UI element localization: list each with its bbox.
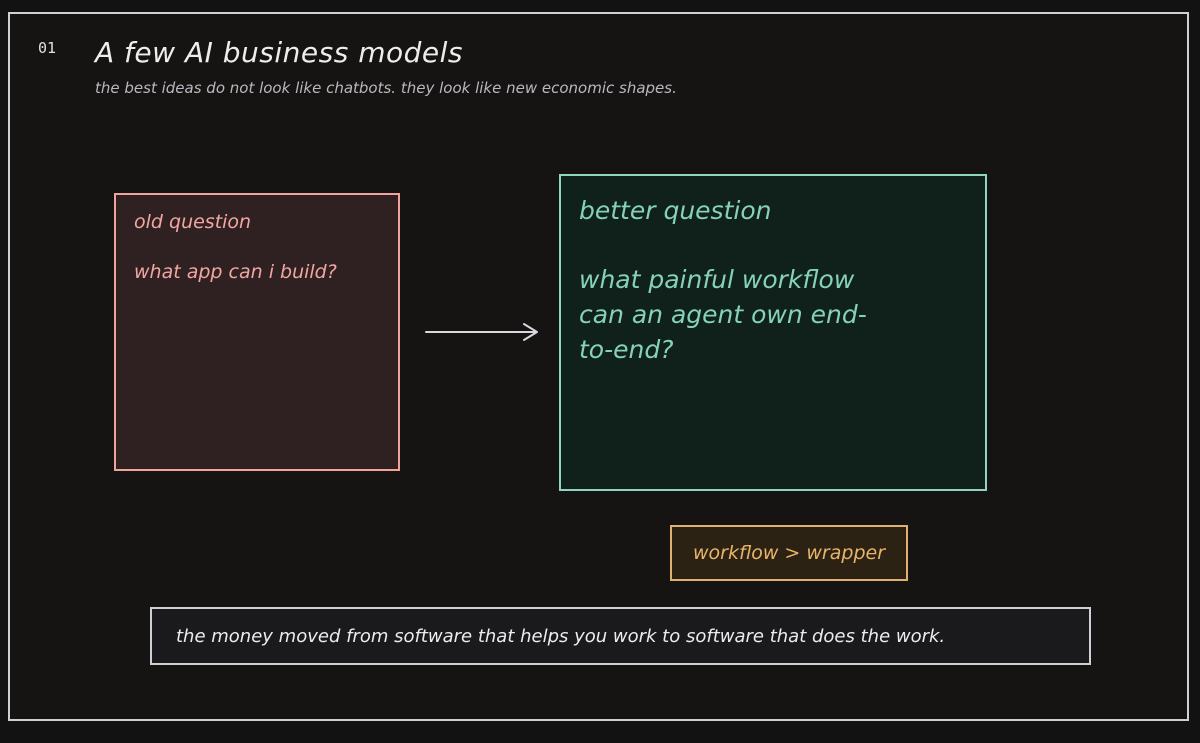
workflow-tag: workflow > wrapper [670,525,908,581]
footer-statement: the money moved from software that helps… [150,607,1091,665]
page-title: A few AI business models [95,36,463,69]
better-question-heading: better question [579,196,772,225]
old-question-heading: old question [134,211,252,233]
right-arrow-icon [425,323,538,341]
old-question-box: old question what app can i build? [114,193,400,471]
page-subtitle: the best ideas do not look like chatbots… [95,79,677,97]
old-question-text: what app can i build? [134,261,337,283]
better-question-box: better question what painful workflow ca… [559,174,987,491]
better-question-text: what painful workflow can an agent own e… [579,265,867,364]
slide-number: 01 [38,39,57,57]
